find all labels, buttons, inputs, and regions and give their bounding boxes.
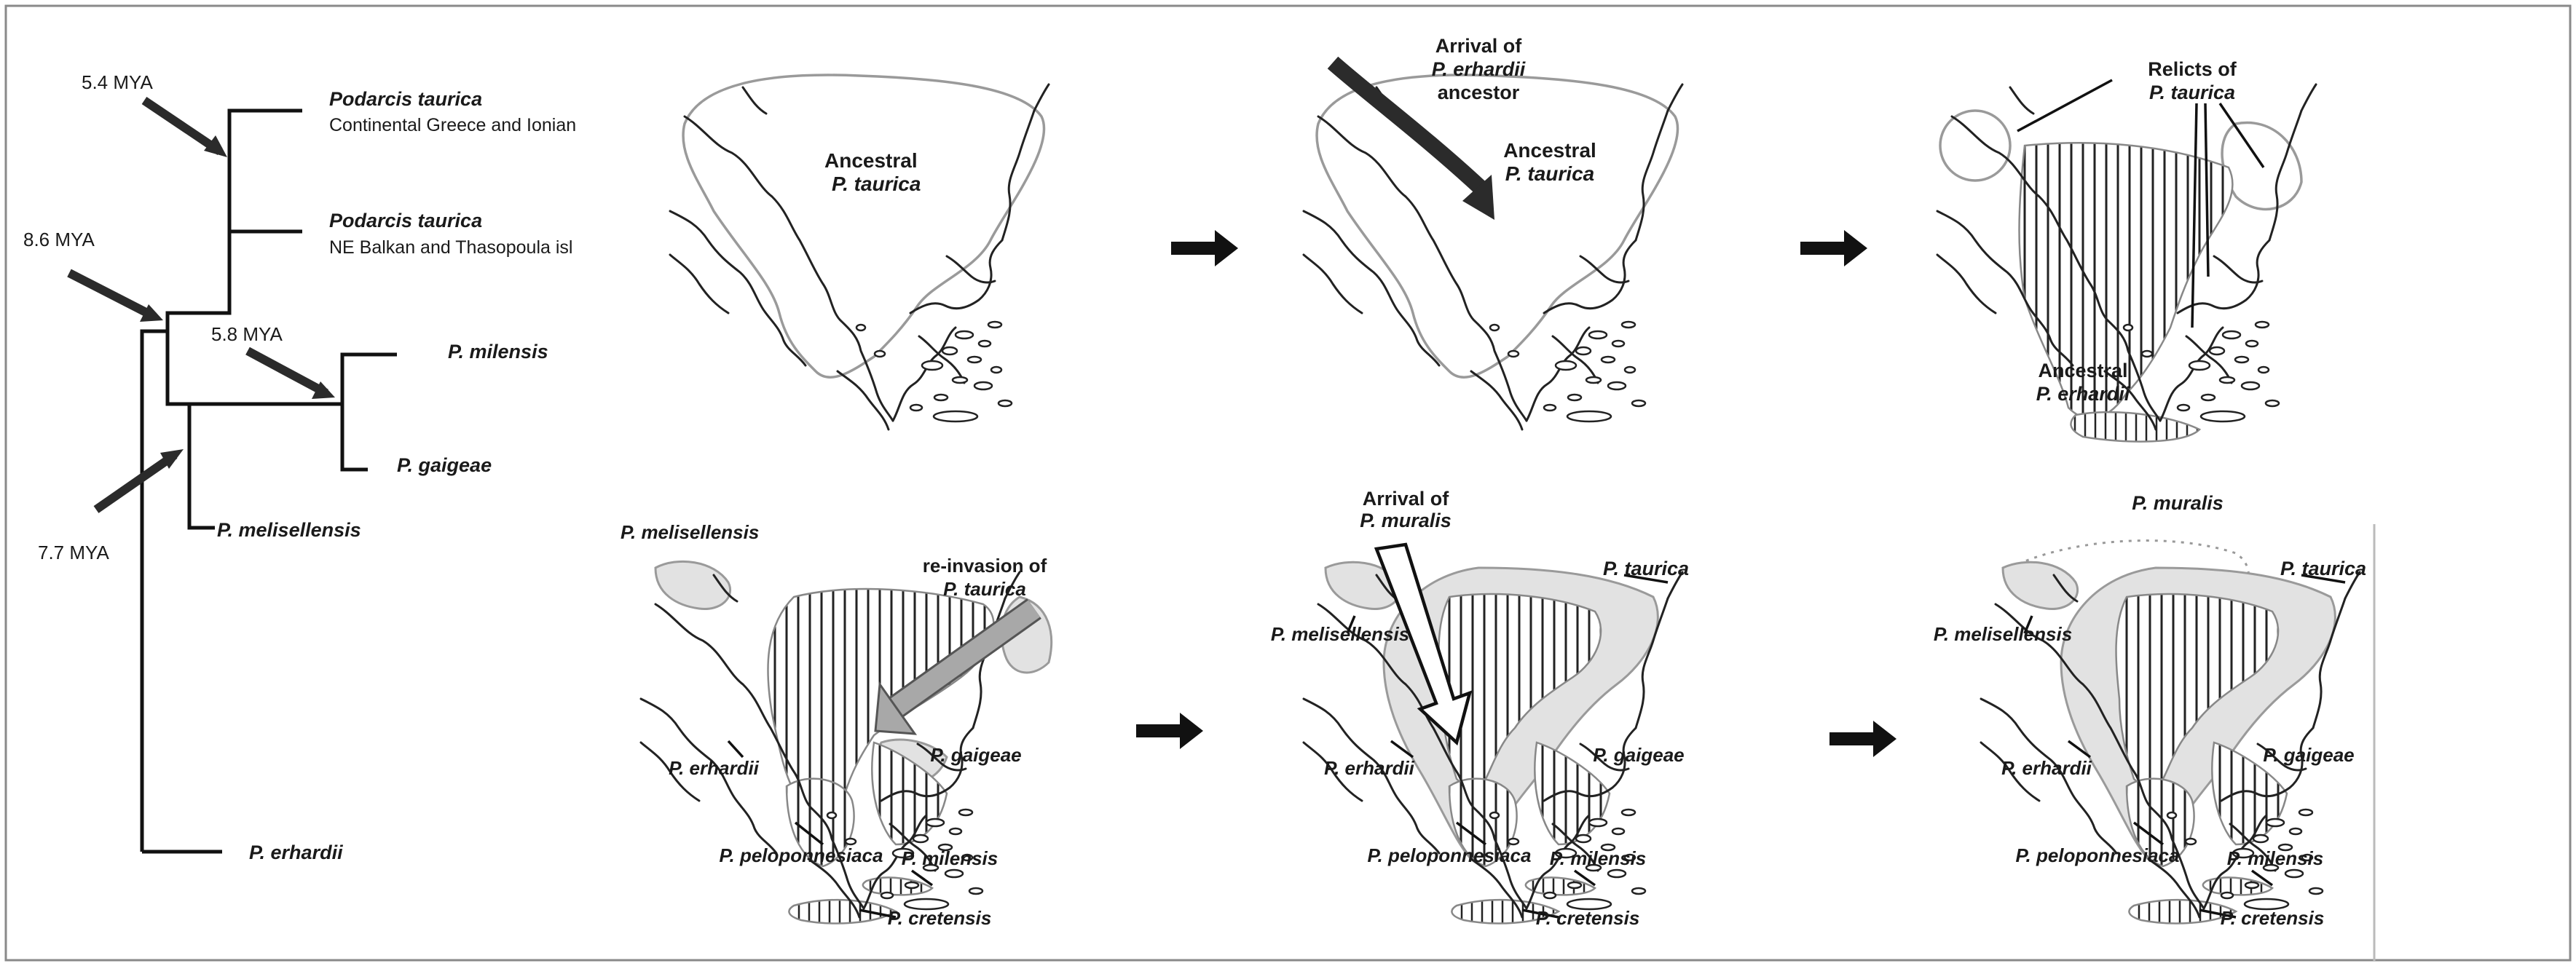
ancestral-taurica-range [683,75,1044,377]
m3-ancestral-line2: P. erhardii [2036,383,2130,405]
m4-milensis: P. milensis [902,847,999,869]
m5-melisellensis: P. melisellensis [1271,623,1409,645]
m5-gaigeae: P. gaigeae [1593,744,1684,766]
m4-reinvasion-line2: P. taurica [943,578,1026,600]
tip-taurica-b-locality: NE Balkan and Thasopoula isl [329,237,572,258]
map-panel-1: Ancestral P. taurica [670,75,1049,429]
tip-milensis: P. milensis [448,341,548,363]
m4-erhardii-pointer [728,741,743,757]
m6-melisellensis: P. melisellensis [1934,623,2072,645]
m1-ancestral-line2: P. taurica [832,173,921,195]
node-arrow-5-8 [248,351,335,399]
m5-taurica: P. taurica [1603,558,1689,579]
m4-erhardii: P. erhardii [669,757,760,779]
m5-erhardii: P. erhardii [1324,757,1415,779]
m6-erhardii: P. erhardii [2001,757,2092,779]
m5-cretensis: P. cretensis [1536,907,1640,929]
melisellensis-range [655,561,730,609]
m6-muralis: P. muralis [2132,492,2224,514]
m4-gaigeae: P. gaigeae [930,744,1021,766]
node-age-5-4: 5.4 MYA [82,71,153,93]
m3-relicts-line2: P. taurica [2149,82,2235,103]
m5-arrival-line2: P. muralis [1360,510,1452,531]
m2-arrival-line2: P. erhardii [1432,58,1526,80]
transition-arrow-1 [1171,230,1238,266]
phylogenetic-tree: 5.4 MYA 8.6 MYA 5.8 MYA 7.7 MYA Podarcis… [23,71,576,863]
node-arrow-8-6 [69,273,163,322]
m4-peloponnesiaca: P. peloponnesiaca [720,844,883,866]
tip-gaigeae: P. gaigeae [397,454,492,476]
ancestral-erhardii-south [2071,412,2199,441]
tip-taurica-b-name: Podarcis taurica [329,210,482,231]
tip-melisellensis: P. melisellensis [217,519,361,541]
map-panel-2: Arrival of P. erhardii ancestor Ancestra… [1304,35,1682,429]
relict-pointer-1 [2017,80,2112,131]
map-panel-6: P. muralis P. taurica P. melisellensis P… [1934,492,2374,961]
cretensis-range [789,900,896,923]
m1-ancestral-line1: Ancestral [824,149,918,172]
m6-taurica: P. taurica [2280,558,2366,579]
m2-arrival-line1: Arrival of [1435,35,1523,57]
node-age-8-6: 8.6 MYA [23,229,95,250]
m2-arrival-line3: ancestor [1438,82,1520,103]
m2-ancestral-line2: P. taurica [1505,162,1594,185]
relict-pointer-3 [2205,103,2208,277]
m6-milensis: P. milensis [2227,847,2324,869]
tip-taurica-a-locality: Continental Greece and Ionian [329,115,576,135]
node-arrow-5-4 [144,100,227,157]
m2-ancestral-line1: Ancestral [1503,139,1596,162]
map-panel-5: Arrival of P. muralis P. taurica P. meli… [1271,488,1689,929]
tip-erhardii: P. erhardii [249,842,343,863]
m6-gaigeae: P. gaigeae [2263,744,2354,766]
taurica-relict-west [1940,111,2010,181]
m6-cretensis: P. cretensis [2221,907,2325,929]
m5-milensis: P. milensis [1550,847,1647,869]
tip-taurica-a-name: Podarcis taurica [329,88,482,110]
m5-peloponnesiaca: P. peloponnesiaca [1368,844,1532,866]
m3-ancestral-line1: Ancestral [2038,360,2127,381]
m6-peloponnesiaca: P. peloponnesiaca [2016,844,2180,866]
m5-arrival-line1: Arrival of [1363,488,1450,510]
m4-cretensis: P. cretensis [888,907,992,929]
m4-reinvasion-line1: re-invasion of [923,555,1047,577]
map-panel-3: Relicts of P. taurica Ancestral P. erhar… [1937,58,2316,442]
transition-arrow-2 [1800,230,1867,266]
map-panel-4: re-invasion of P. taurica P. melisellens… [621,521,1052,929]
m6-melisellensis-range [2003,562,2078,609]
ancestral-taurica-range-2 [1317,75,1678,377]
node-age-5-8: 5.8 MYA [211,323,283,345]
m3-relicts-line1: Relicts of [2148,58,2237,80]
node-arrow-7-7 [96,449,184,510]
transition-arrow-4 [1829,721,1896,757]
transition-arrow-3 [1136,713,1203,749]
m4-melisellensis: P. melisellensis [621,521,759,543]
node-age-7-7: 7.7 MYA [38,542,109,563]
